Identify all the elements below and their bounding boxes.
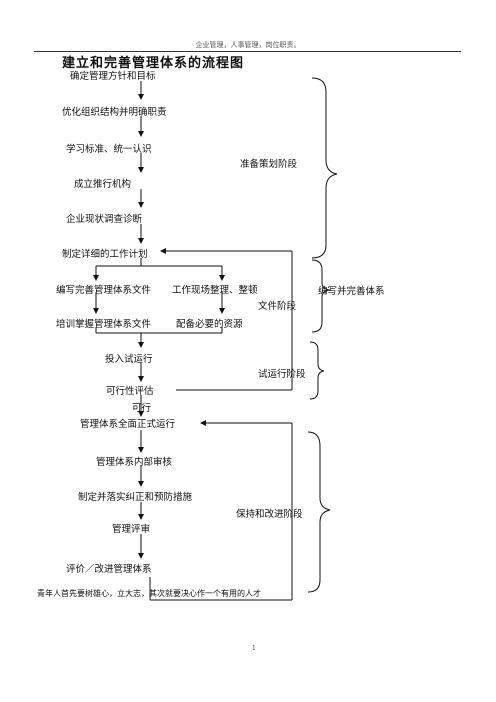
- step-optimize-structure: 优化组织结构并明确职责: [62, 107, 167, 118]
- page-number: 1: [252, 645, 256, 652]
- step-management-review: 管理评审: [112, 524, 151, 535]
- step-evaluate-improve: 评价／改进管理体系: [66, 564, 152, 575]
- step-write-documents: 编写完善管理体系文件: [56, 285, 152, 296]
- step-training: 培训掌握管理体系文件: [56, 319, 152, 330]
- step-trial-run: 投入试运行: [105, 354, 153, 365]
- phase-document-line2: 文件阶段: [258, 301, 297, 312]
- phase-prepare-planning: 准备策划阶段: [240, 159, 298, 170]
- step-internal-audit: 管理体系内部审核: [96, 457, 173, 468]
- step-full-operation: 管理体系全面正式运行: [80, 419, 176, 430]
- footer-quote: 青年人首先要树雄心，立大志，其次就要决心作一个有用的人才: [37, 589, 261, 598]
- page-title: 建立和完善管理体系的流程图: [62, 56, 245, 71]
- step-establish-agency: 成立推行机构: [74, 179, 132, 190]
- header-rule: [34, 51, 461, 52]
- step-survey-diagnosis: 企业现状调查诊断: [66, 214, 143, 225]
- page-header: 企业管理，人事管理，岗位职责。: [195, 41, 301, 49]
- brace-maintain-phase: [307, 431, 331, 593]
- step-resources: 配备必要的资源: [176, 319, 243, 330]
- step-feasibility-evaluation: 可行性评估: [106, 386, 154, 397]
- step-work-plan: 制定详细的工作计划: [62, 249, 148, 260]
- phase-document-line1: 编写并完善体系: [318, 286, 385, 297]
- label-feasible: 可行: [132, 403, 152, 414]
- phase-trial-run: 试运行阶段: [258, 369, 306, 380]
- step-define-policy: 确定管理方针和目标: [70, 71, 156, 82]
- brace-trial-phase: [309, 341, 325, 400]
- step-corrective-measures: 制定并落实纠正和预防措施: [78, 492, 193, 503]
- brace-document-phase: [311, 259, 331, 333]
- brace-prepare-phase: [311, 77, 338, 259]
- step-learn-standards: 学习标准、统一认识: [66, 144, 152, 155]
- phase-maintain-improve: 保持和改进阶段: [236, 509, 303, 520]
- step-workplace-arrange: 工作现场整理、整顿: [172, 285, 258, 296]
